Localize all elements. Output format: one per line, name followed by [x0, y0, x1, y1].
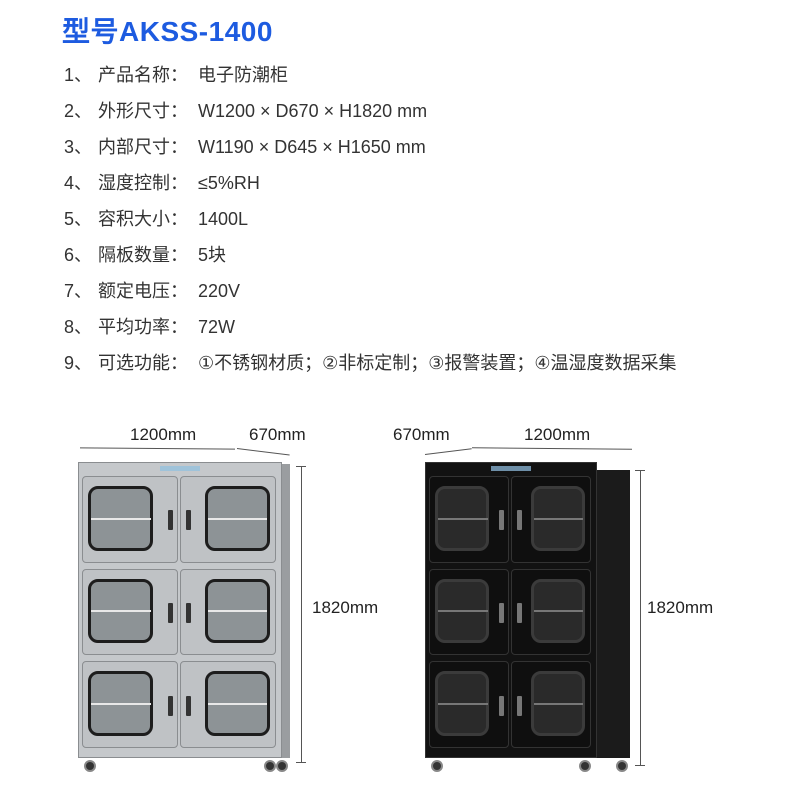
tick [296, 762, 306, 763]
spec-value: 电子防潮柜 [198, 65, 288, 85]
spec-value: W1190 × D645 × H1650 mm [198, 137, 426, 157]
black-width-line [471, 447, 633, 450]
spec-number: 9、 [64, 353, 93, 373]
spec-value: 5块 [198, 245, 227, 265]
cabinet-side [282, 464, 290, 758]
shelf [91, 517, 151, 520]
spec-item: 4、湿度控制： ≤5%RH [64, 171, 260, 195]
spec-label: 外形尺寸： [98, 101, 188, 121]
spec-label: 容积大小： [98, 209, 188, 229]
door-handle-icon [499, 510, 504, 531]
wheel-icon [276, 760, 288, 772]
silver-depth-label: 670mm [249, 425, 306, 444]
spec-label: 内部尺寸： [98, 137, 188, 157]
tick [635, 765, 645, 766]
spec-value: 1400L [198, 209, 249, 229]
spec-item: 7、额定电压： 220V [64, 279, 240, 303]
shelf [207, 610, 268, 613]
spec-label: 额定电压： [98, 281, 188, 301]
black-height-label: 1820mm [647, 598, 714, 617]
black-width-label: 1200mm [524, 425, 591, 444]
silver-depth-line [236, 448, 290, 456]
spec-label: 平均功率： [98, 317, 188, 337]
shelf [207, 703, 268, 706]
black-height-line [640, 470, 641, 765]
spec-value: ≤5%RH [198, 173, 260, 193]
spec-item: 6、隔板数量： 5块 [64, 243, 226, 267]
spec-item: 8、平均功率： 72W [64, 315, 235, 339]
wheel-icon [616, 760, 628, 772]
shelf [533, 517, 584, 520]
door-handle-icon [517, 695, 522, 716]
spec-label: 产品名称： [98, 65, 188, 85]
shelf [533, 610, 584, 613]
door-handle-icon [517, 603, 522, 623]
spec-number: 3、 [64, 137, 93, 157]
shelf [438, 610, 488, 613]
spec-number: 7、 [64, 281, 93, 301]
tick [296, 466, 306, 467]
cabinet-side [597, 470, 630, 758]
door-handle-icon [168, 603, 173, 623]
spec-value: 72W [198, 317, 236, 337]
spec-item: 2、外形尺寸： W1200 × D670 × H1820 mm [64, 99, 427, 123]
spec-label: 可选功能： [98, 353, 188, 373]
spec-value: ①不锈钢材质；②非标定制；③报警装置；④温湿度数据采集 [198, 353, 677, 373]
door-handle-icon [168, 510, 173, 531]
black-depth-line [424, 448, 472, 455]
spec-number: 2、 [64, 101, 93, 121]
shelf [438, 703, 488, 706]
shelf [91, 610, 151, 613]
spec-value: W1200 × D670 × H1820 mm [198, 101, 428, 121]
spec-number: 6、 [64, 245, 93, 265]
shelf [207, 517, 268, 520]
spec-item: 3、内部尺寸： W1190 × D645 × H1650 mm [64, 135, 426, 159]
door-handle-icon [517, 510, 522, 531]
silver-height-line [301, 466, 302, 762]
spec-number: 4、 [64, 173, 93, 193]
wheel-icon [579, 760, 591, 772]
silver-width-line [79, 447, 236, 450]
door-handle-icon [168, 695, 173, 716]
control-panel [160, 466, 200, 471]
silver-height-label: 1820mm [312, 598, 379, 617]
door-handle-icon [186, 603, 191, 623]
spec-item: 9、可选功能： ①不锈钢材质；②非标定制；③报警装置；④温湿度数据采集 [64, 351, 677, 375]
door-handle-icon [186, 695, 191, 716]
shelf [91, 703, 151, 706]
spec-number: 1、 [64, 65, 93, 85]
spec-number: 5、 [64, 209, 93, 229]
black-depth-label: 670mm [393, 425, 450, 444]
spec-value: 220V [198, 281, 241, 301]
shelf [533, 703, 584, 706]
spec-item: 5、容积大小： 1400L [64, 207, 248, 231]
spec-label: 湿度控制： [98, 173, 188, 193]
control-panel [491, 466, 531, 471]
wheel-icon [264, 760, 276, 772]
black-cabinet-image [425, 462, 633, 782]
spec-item: 1、产品名称： 电子防潮柜 [64, 63, 288, 87]
spec-number: 8、 [64, 317, 93, 337]
silver-cabinet-image [78, 462, 290, 782]
spec-label: 隔板数量： [98, 245, 188, 265]
door-handle-icon [499, 603, 504, 623]
door-handle-icon [186, 510, 191, 531]
tick [635, 470, 645, 471]
page-title: 型号AKSS-1400 [62, 16, 273, 47]
shelf [438, 517, 488, 520]
silver-width-label: 1200mm [130, 425, 197, 444]
door-handle-icon [499, 695, 504, 716]
wheel-icon [84, 760, 96, 772]
wheel-icon [431, 760, 443, 772]
